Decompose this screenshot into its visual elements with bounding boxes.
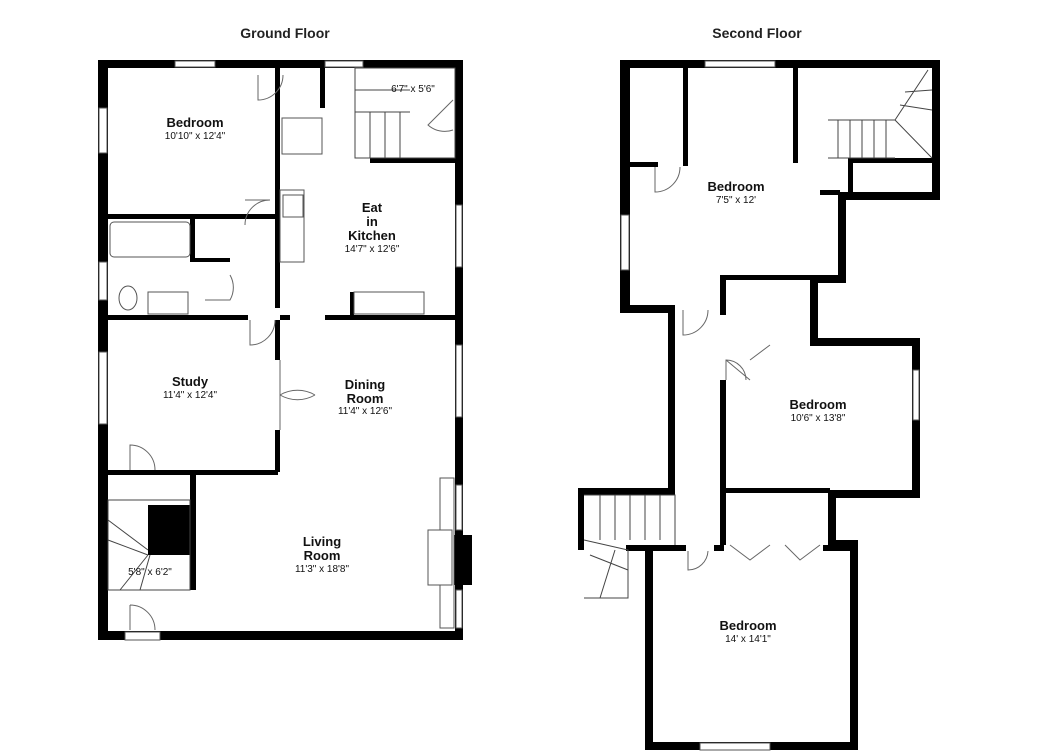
kitchen-sink-counter bbox=[353, 291, 425, 315]
second-doors bbox=[654, 166, 821, 571]
second-room-labels: Bedroom 7'5" x 12' Bedroom 10'6" x 13'8"… bbox=[707, 179, 846, 645]
room-name-bedroom-top: Bedroom bbox=[707, 179, 764, 194]
room-dims-kitchen: 14'7" x 12'6" bbox=[345, 244, 400, 255]
room-name-living-2: Room bbox=[304, 548, 341, 563]
room-dims-bedroom-mid: 10'6" x 13'8" bbox=[791, 413, 846, 424]
room-name-dining-1: Dining bbox=[345, 377, 385, 392]
room-dims-bedroom-top: 7'5" x 12' bbox=[716, 195, 756, 206]
ground-floor: Ground Floor bbox=[98, 25, 472, 641]
second-interior-walls bbox=[626, 68, 932, 551]
ground-floor-title: Ground Floor bbox=[240, 25, 330, 41]
room-dims-study: 11'4" x 12'4" bbox=[163, 390, 218, 401]
ground-fixtures bbox=[109, 117, 453, 586]
bathroom-sink bbox=[147, 291, 189, 315]
room-name-bedroom-bottom: Bedroom bbox=[719, 618, 776, 633]
room-dims-bedroom: 10'10" x 12'4" bbox=[165, 131, 226, 142]
stove bbox=[282, 194, 304, 218]
room-name-study: Study bbox=[172, 374, 209, 389]
room-dims-living: 11'3" x 18'8" bbox=[295, 564, 350, 575]
room-name-kitchen-1: Eat bbox=[362, 200, 383, 215]
pantry bbox=[281, 117, 323, 155]
fireplace-hearth bbox=[427, 529, 453, 586]
second-windows bbox=[620, 60, 920, 751]
ground-windows bbox=[98, 60, 463, 641]
room-name-bedroom-mid: Bedroom bbox=[789, 397, 846, 412]
second-floor-title: Second Floor bbox=[712, 25, 802, 41]
bathtub bbox=[109, 221, 191, 258]
room-name-kitchen-2: in bbox=[366, 214, 378, 229]
room-name-kitchen-3: Kitchen bbox=[348, 228, 396, 243]
second-stairs bbox=[583, 69, 933, 599]
second-floor: Second Floor bbox=[578, 25, 940, 751]
room-name-dining-2: Room bbox=[347, 391, 384, 406]
room-dims-stair-top: 6'7" x 5'6" bbox=[391, 84, 435, 95]
ground-stairs bbox=[107, 67, 456, 591]
toilet bbox=[118, 285, 138, 311]
room-dims-stair-bottom: 5'8" x 6'2" bbox=[128, 567, 172, 578]
room-name-living-1: Living bbox=[303, 534, 341, 549]
ground-interior-walls bbox=[98, 68, 472, 590]
ground-doors bbox=[129, 74, 454, 631]
room-dims-bedroom-bottom: 14' x 14'1" bbox=[725, 634, 771, 645]
room-name-bedroom: Bedroom bbox=[166, 115, 223, 130]
ground-room-labels: Bedroom 10'10" x 12'4" Eat in Kitchen 14… bbox=[128, 84, 435, 578]
room-dims-dining: 11'4" x 12'6" bbox=[338, 406, 393, 417]
